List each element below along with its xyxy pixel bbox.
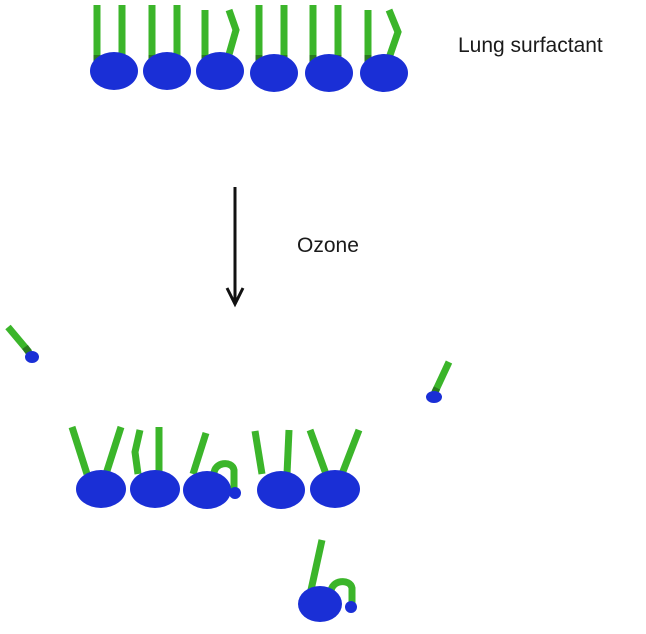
lipid-3-tail-b-kinked: [224, 8, 240, 59]
free-fragment-left: [5, 324, 39, 363]
fragment-right-head: [426, 391, 442, 403]
oxidized-tails: [68, 425, 363, 490]
lung-surfactant-label: Lung surfactant: [458, 34, 603, 57]
ox-lipid-3-tail-a: [189, 431, 210, 476]
ox-lipid-3-head: [183, 471, 231, 509]
ox-lipid-3-small-head: [229, 487, 241, 499]
intact-monolayer: [90, 5, 408, 92]
lipid-6-tail-b-kinked: [385, 8, 402, 60]
oxidized-heads: [76, 470, 360, 509]
ox-lipid-2-tail-a: [131, 429, 144, 475]
detached-tail-a: [307, 539, 326, 591]
detached-tail-b-curled: [327, 578, 356, 603]
detached-tails: [307, 539, 356, 603]
ox-lipid-5-head: [310, 470, 360, 508]
lipid-5-head: [305, 54, 353, 92]
lipid-3-head: [196, 52, 244, 90]
fragment-right-tail: [431, 360, 453, 394]
detached-small-head: [345, 601, 357, 613]
ox-lipid-4-tail-a: [251, 430, 266, 475]
ox-lipid-5-tail-b: [338, 428, 363, 476]
reaction-arrow: [225, 187, 245, 308]
lipid-4-head: [250, 54, 298, 92]
detached-head: [298, 586, 342, 622]
ox-lipid-1-tail-b: [102, 425, 125, 476]
intact-heads: [90, 52, 408, 92]
arrow-head: [225, 287, 245, 308]
ozone-label: Ozone: [297, 234, 359, 257]
ox-lipid-5-tail-a: [306, 428, 330, 476]
ox-lipid-4-head: [257, 471, 305, 509]
ox-lipid-1-head: [76, 470, 126, 508]
oxidized-monolayer: [68, 425, 363, 509]
ox-lipid-1-tail-a: [68, 425, 91, 476]
lipid-6-head: [360, 54, 408, 92]
ox-lipid-4-tail-b: [283, 429, 293, 475]
fragment-left-head: [25, 351, 39, 363]
free-fragment-right: [426, 360, 453, 403]
intact-tails: [93, 5, 402, 60]
ox-lipid-2-head: [130, 470, 180, 508]
lipid-1-head: [90, 52, 138, 90]
lipid-2-head: [143, 52, 191, 90]
detached-oxidized-lipid: [298, 539, 357, 622]
ox-lipid-3-tail-b-curled: [210, 460, 238, 490]
